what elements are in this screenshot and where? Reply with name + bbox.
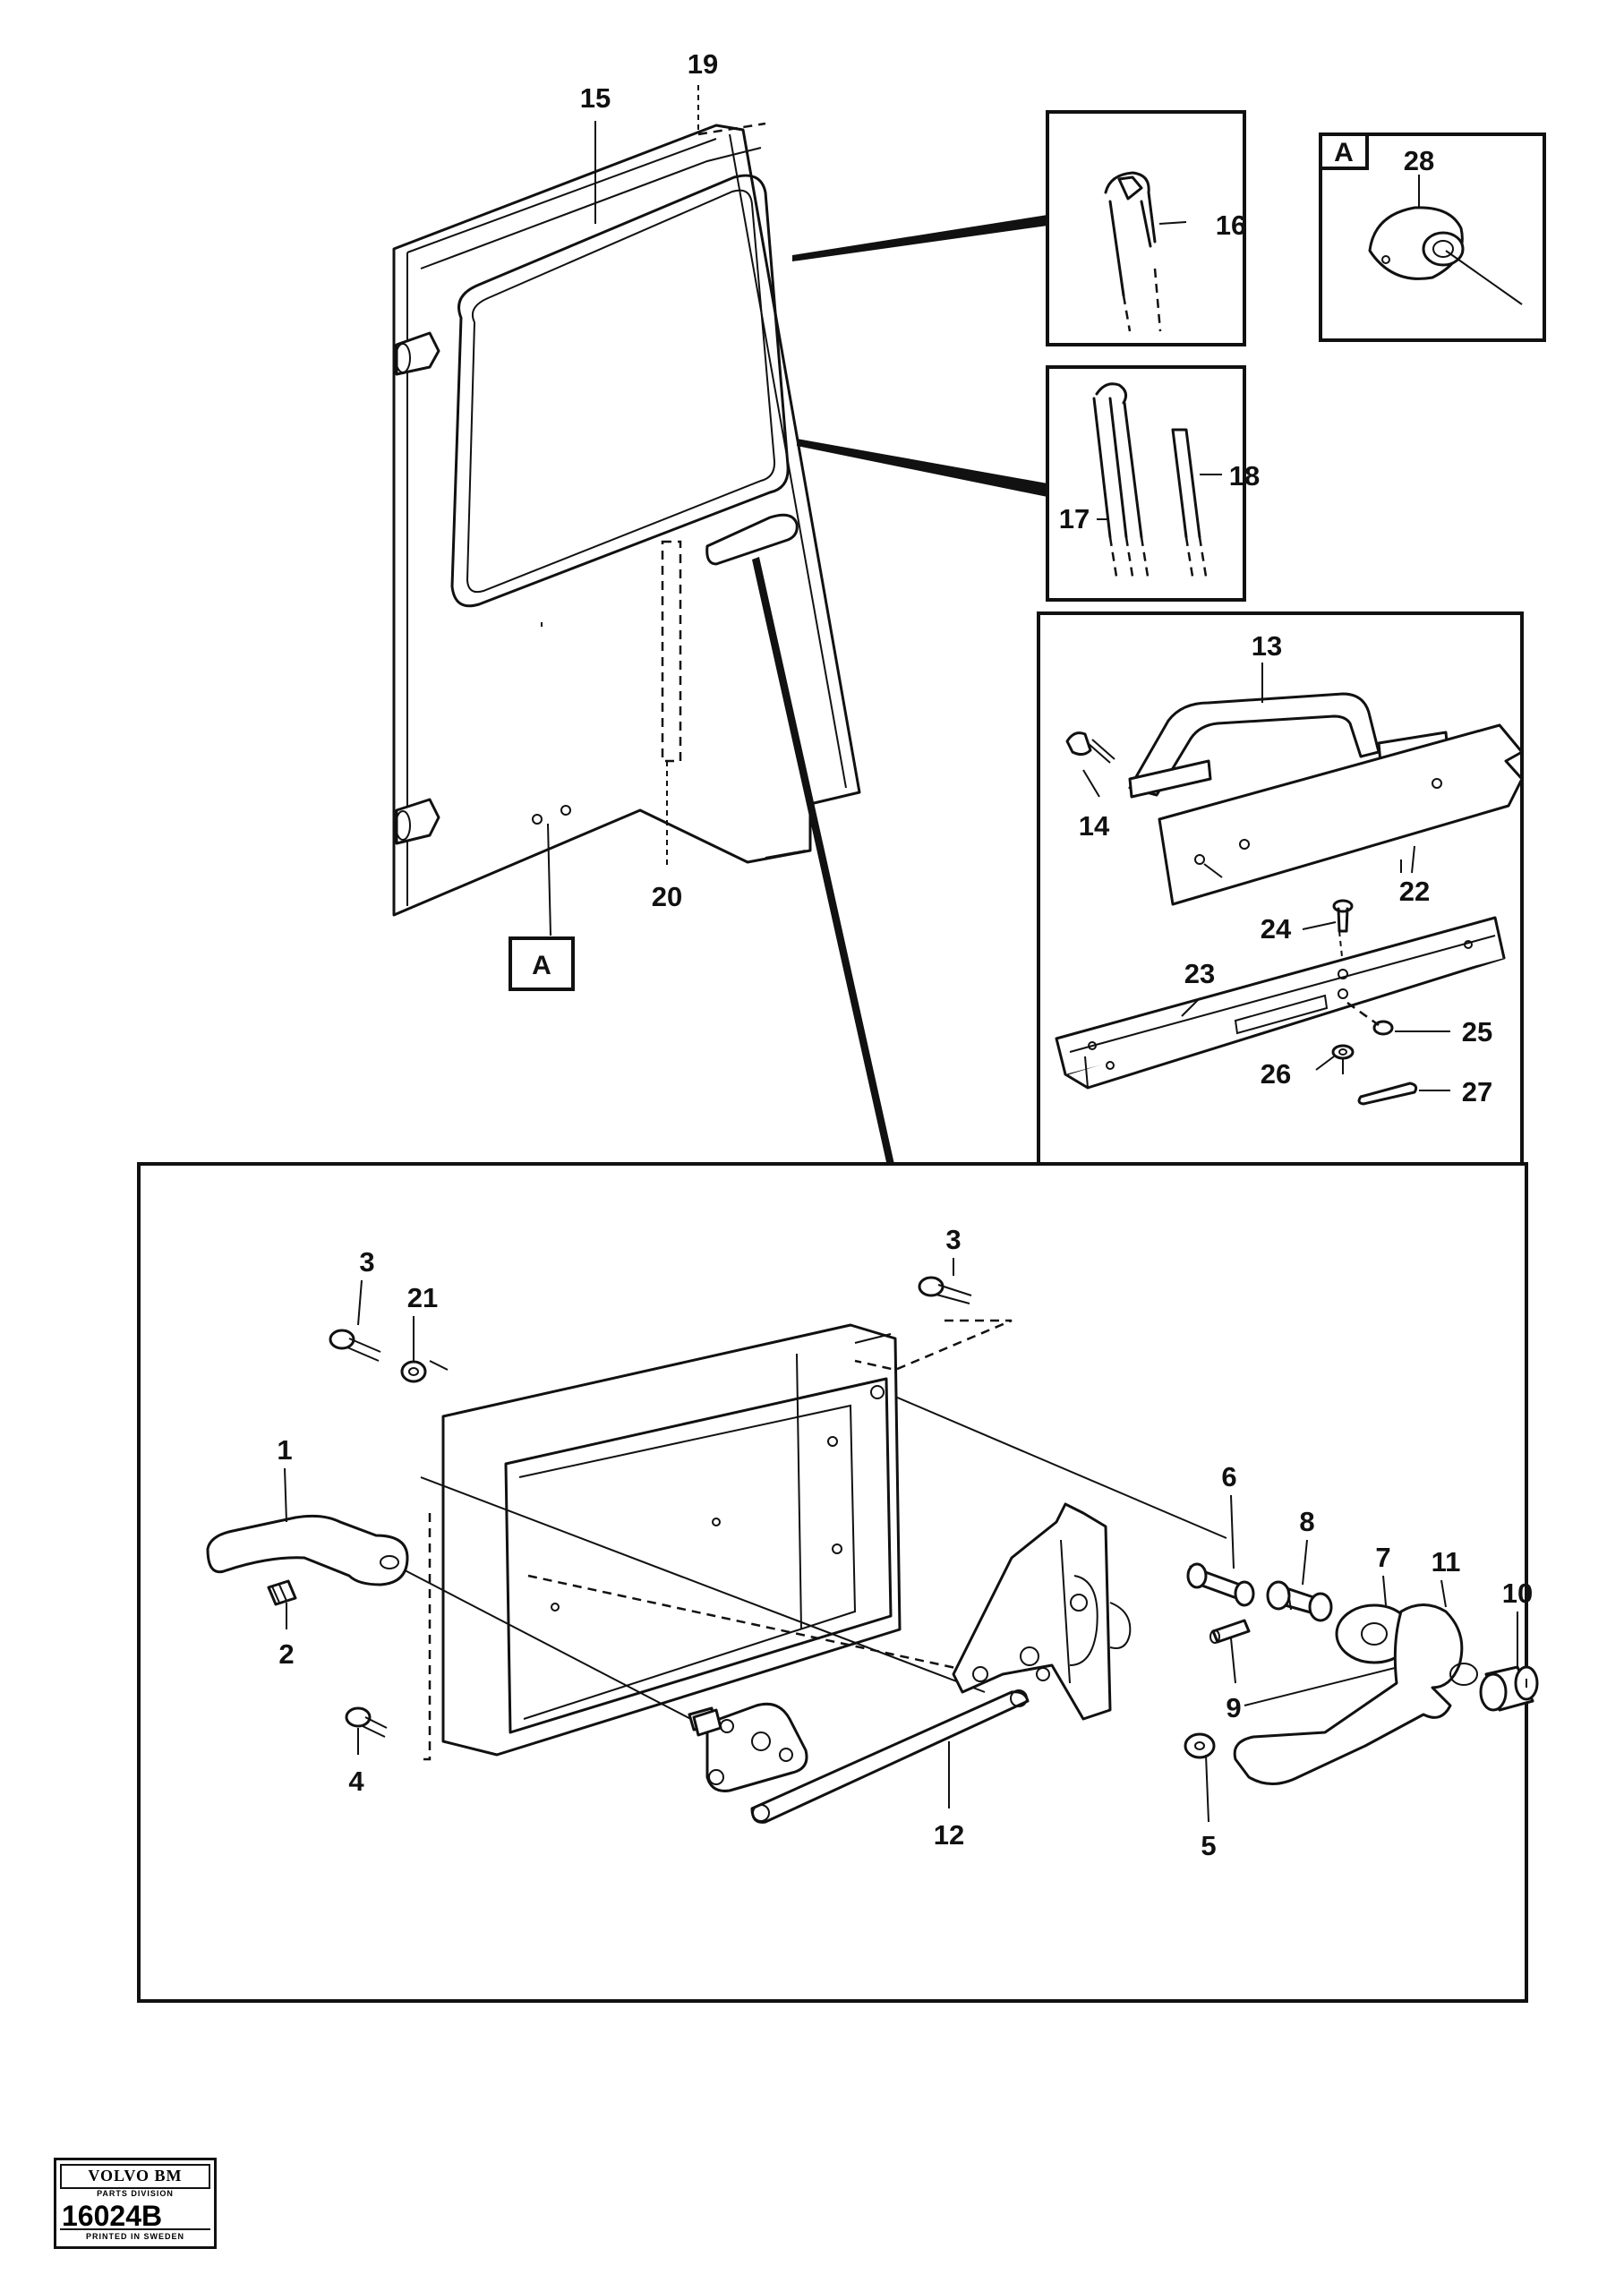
logo-printed-in: PRINTED IN SWEDEN [60, 2228, 210, 2243]
callout-5: 5 [1201, 1830, 1216, 1861]
bushing-28 [1368, 206, 1465, 280]
pin-9 [1209, 1619, 1251, 1644]
callout-23: 23 [1184, 958, 1215, 989]
inset-handle-rail [1037, 611, 1524, 1166]
callout-19: 19 [688, 48, 718, 80]
callout-13: 13 [1252, 630, 1282, 662]
set-screw-2 [267, 1579, 297, 1606]
logo-brand: VOLVO BM [60, 2164, 210, 2189]
bushing-8 [1266, 1580, 1333, 1622]
callout-28: 28 [1404, 145, 1434, 176]
inset-detail-a [1319, 133, 1546, 342]
callout-16: 16 [1216, 209, 1246, 241]
callout-3-left: 3 [359, 1246, 374, 1278]
pin-24 [1332, 899, 1354, 966]
mounting-bar-22 [1158, 723, 1524, 906]
connector-door-to-17 [797, 439, 1047, 497]
washer-5 [1184, 1732, 1216, 1759]
callout-25: 25 [1462, 1016, 1492, 1047]
callout-7: 7 [1375, 1542, 1390, 1573]
cotter-pin-27 [1357, 1082, 1418, 1106]
nut-25 [1346, 1001, 1394, 1036]
rail-23 [1055, 916, 1506, 1090]
callout-12: 12 [934, 1819, 964, 1851]
screw-4 [345, 1706, 388, 1738]
illustration-code: 16024B [62, 2200, 163, 2232]
spindle [692, 1708, 722, 1737]
callout-20: 20 [652, 881, 682, 912]
outer-handle-11 [1233, 1603, 1478, 1785]
callout-18: 18 [1229, 460, 1260, 492]
lock-housing [441, 1323, 902, 1757]
screw-3-left [329, 1329, 381, 1362]
inner-handle-1 [206, 1514, 409, 1586]
washer-21 [400, 1360, 427, 1383]
callout-11: 11 [1432, 1546, 1461, 1578]
callout-17: 17 [1059, 503, 1090, 534]
callout-2: 2 [278, 1638, 294, 1670]
inset-door-lock [137, 1162, 1539, 2003]
inset-seal-16 [1046, 110, 1246, 346]
callout-15: 15 [580, 82, 611, 114]
callout-21: 21 [407, 1282, 438, 1313]
screw-3-right [918, 1276, 972, 1304]
callout-26: 26 [1261, 1058, 1291, 1090]
pin-6 [1186, 1562, 1255, 1607]
volvo-bm-parts-logo: VOLVO BM PARTS DIVISION 16024B PRINTED I… [54, 2158, 217, 2249]
washer-26 [1331, 1044, 1355, 1074]
door-outside-handle [705, 513, 799, 566]
callout-6: 6 [1221, 1461, 1236, 1492]
latch-plate [952, 1502, 1132, 1721]
callout-9: 9 [1226, 1692, 1241, 1723]
lock-cylinder-10 [1479, 1665, 1539, 1712]
callout-1: 1 [277, 1434, 292, 1466]
lower-hinge [395, 798, 440, 845]
detail-a-reference-box [509, 936, 575, 991]
callout-14: 14 [1079, 810, 1110, 842]
connector-handle-to-lock [752, 557, 895, 1170]
upper-hinge [395, 331, 440, 376]
link-rod-12 [750, 1689, 1030, 1824]
callout-10: 10 [1502, 1578, 1533, 1609]
detail-a-label-inset: A [1334, 138, 1354, 167]
callout-4: 4 [348, 1766, 364, 1797]
callout-24: 24 [1261, 913, 1292, 945]
door-assembly [392, 122, 861, 917]
callout-8: 8 [1299, 1506, 1314, 1537]
callout-labels: 15 19 16 28 18 17 13 14 22 24 23 25 26 2… [277, 48, 1533, 1861]
callout-3-right: 3 [945, 1224, 961, 1255]
screw-14 [1065, 731, 1115, 764]
callout-22: 22 [1399, 876, 1430, 907]
logo-division: PARTS DIVISION [97, 2189, 174, 2198]
inset-seal-17-18 [1046, 365, 1246, 602]
detail-a-label-door: A [532, 951, 551, 980]
callout-27: 27 [1462, 1076, 1492, 1107]
connector-door-to-16 [792, 215, 1047, 261]
grab-handle-13 [1128, 692, 1449, 799]
